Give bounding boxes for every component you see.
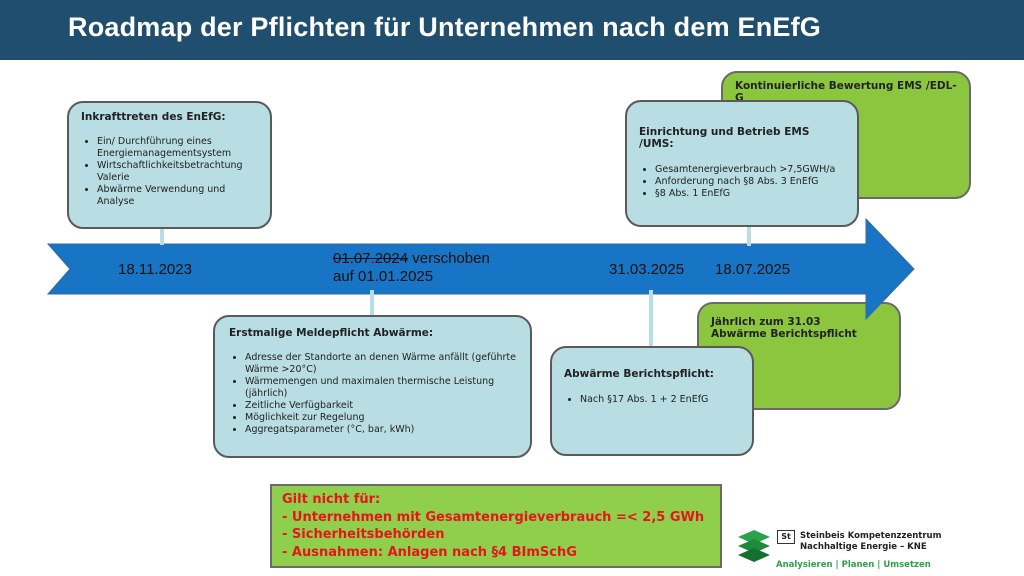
steinbeis-logo-icon (738, 530, 770, 562)
box-bericht-list: Nach §17 Abs. 1 + 2 EnEfG (564, 394, 740, 406)
logo-mark: St (777, 530, 795, 544)
list-item: Wirtschaftlichkeitsbetrachtung Valerie (97, 160, 258, 184)
list-item: Aggregatsparameter (°C, bar, kWh) (245, 424, 516, 436)
box-inkraft-title: Inkrafttreten des EnEfG: (81, 111, 226, 123)
list-item: Anforderung nach §8 Abs. 3 EnEfG (655, 176, 845, 188)
date-18-07-2025: 18.07.2025 (715, 261, 791, 278)
title-bar: Roadmap der Pflichten für Unternehmen na… (0, 0, 1024, 60)
box-kont-title: Kontinuierliche Bewertung EMS /EDL-G (735, 80, 957, 104)
date-verschoben-label: verschoben (408, 250, 490, 267)
exemption-item: - Ausnahmen: Anlagen nach §4 BImSchG (282, 544, 577, 560)
logo-mark-text: St (781, 532, 791, 541)
box-jaehrlich-line2: Abwärme Berichtspflicht (711, 328, 857, 340)
list-item: §8 Abs. 1 EnEfG (655, 188, 845, 200)
exemption-item: - Sicherheitsbehörden (282, 527, 445, 542)
box-melde-title: Erstmalige Meldepflicht Abwärme: (229, 327, 434, 339)
list-item: Ein/ Durchführung eines Energiemanagemen… (97, 136, 258, 160)
date-struck: 01.07.2024 (333, 250, 409, 267)
list-item: Wärmemengen und maximalen thermische Lei… (245, 376, 516, 400)
list-item: Abwärme Verwendung und Analyse (97, 184, 258, 208)
box-abwaerme-bericht: Abwärme Berichtspflicht: Nach §17 Abs. 1… (550, 346, 754, 456)
logo-line2: Nachhaltige Energie – KNE (800, 542, 927, 552)
connector-1 (160, 229, 164, 245)
date-18-11-2023: 18.11.2023 (118, 261, 192, 278)
connector-4 (747, 226, 751, 246)
box-jaehrlich-line1: Jährlich zum 31.03 (711, 316, 821, 328)
connector-2 (370, 290, 374, 316)
logo-line1: Steinbeis Kompetenzzentrum (800, 531, 942, 541)
list-item: Adresse der Standorte an denen Wärme anf… (245, 352, 516, 376)
list-item: Möglichkeit zur Regelung (245, 412, 516, 424)
list-item: Gesamtenergieverbrauch >7,5GWH/a (655, 164, 845, 176)
date-verschoben: 01.07.2024 verschoben auf 01.01.2025 (333, 250, 490, 286)
timeline-arrow-shape (46, 217, 915, 321)
box-ems-list: Gesamtenergieverbrauch >7,5GWH/a Anforde… (639, 164, 845, 200)
logo-tagline: Analysieren | Planen | Umsetzen (776, 560, 931, 570)
box-bericht-title: Abwärme Berichtspflicht: (564, 368, 715, 380)
connector-3 (649, 290, 653, 348)
date-new: auf 01.01.2025 (333, 268, 434, 285)
exemption-title: Gilt nicht für: (282, 492, 381, 507)
box-ems: Einrichtung und Betrieb EMS /UMS: Gesamt… (625, 100, 859, 227)
date-31-03-2025: 31.03.2025 (609, 261, 685, 278)
box-ems-title: Einrichtung und Betrieb EMS /UMS: (639, 126, 810, 150)
box-melde-list: Adresse der Standorte an denen Wärme anf… (229, 352, 516, 436)
exemption-box: Gilt nicht für: - Unternehmen mit Gesamt… (270, 484, 722, 568)
list-item: Nach §17 Abs. 1 + 2 EnEfG (580, 394, 740, 406)
box-meldepflicht: Erstmalige Meldepflicht Abwärme: Adresse… (213, 315, 532, 458)
exemption-item: - Unternehmen mit Gesamtenergieverbrauch… (282, 509, 705, 525)
box-inkraft-list: Ein/ Durchführung eines Energiemanagemen… (81, 136, 258, 208)
page-title: Roadmap der Pflichten für Unternehmen na… (68, 12, 822, 42)
box-inkrafttreten: Inkrafttreten des EnEfG: Ein/ Durchführu… (67, 101, 272, 229)
list-item: Zeitliche Verfügbarkeit (245, 400, 516, 412)
